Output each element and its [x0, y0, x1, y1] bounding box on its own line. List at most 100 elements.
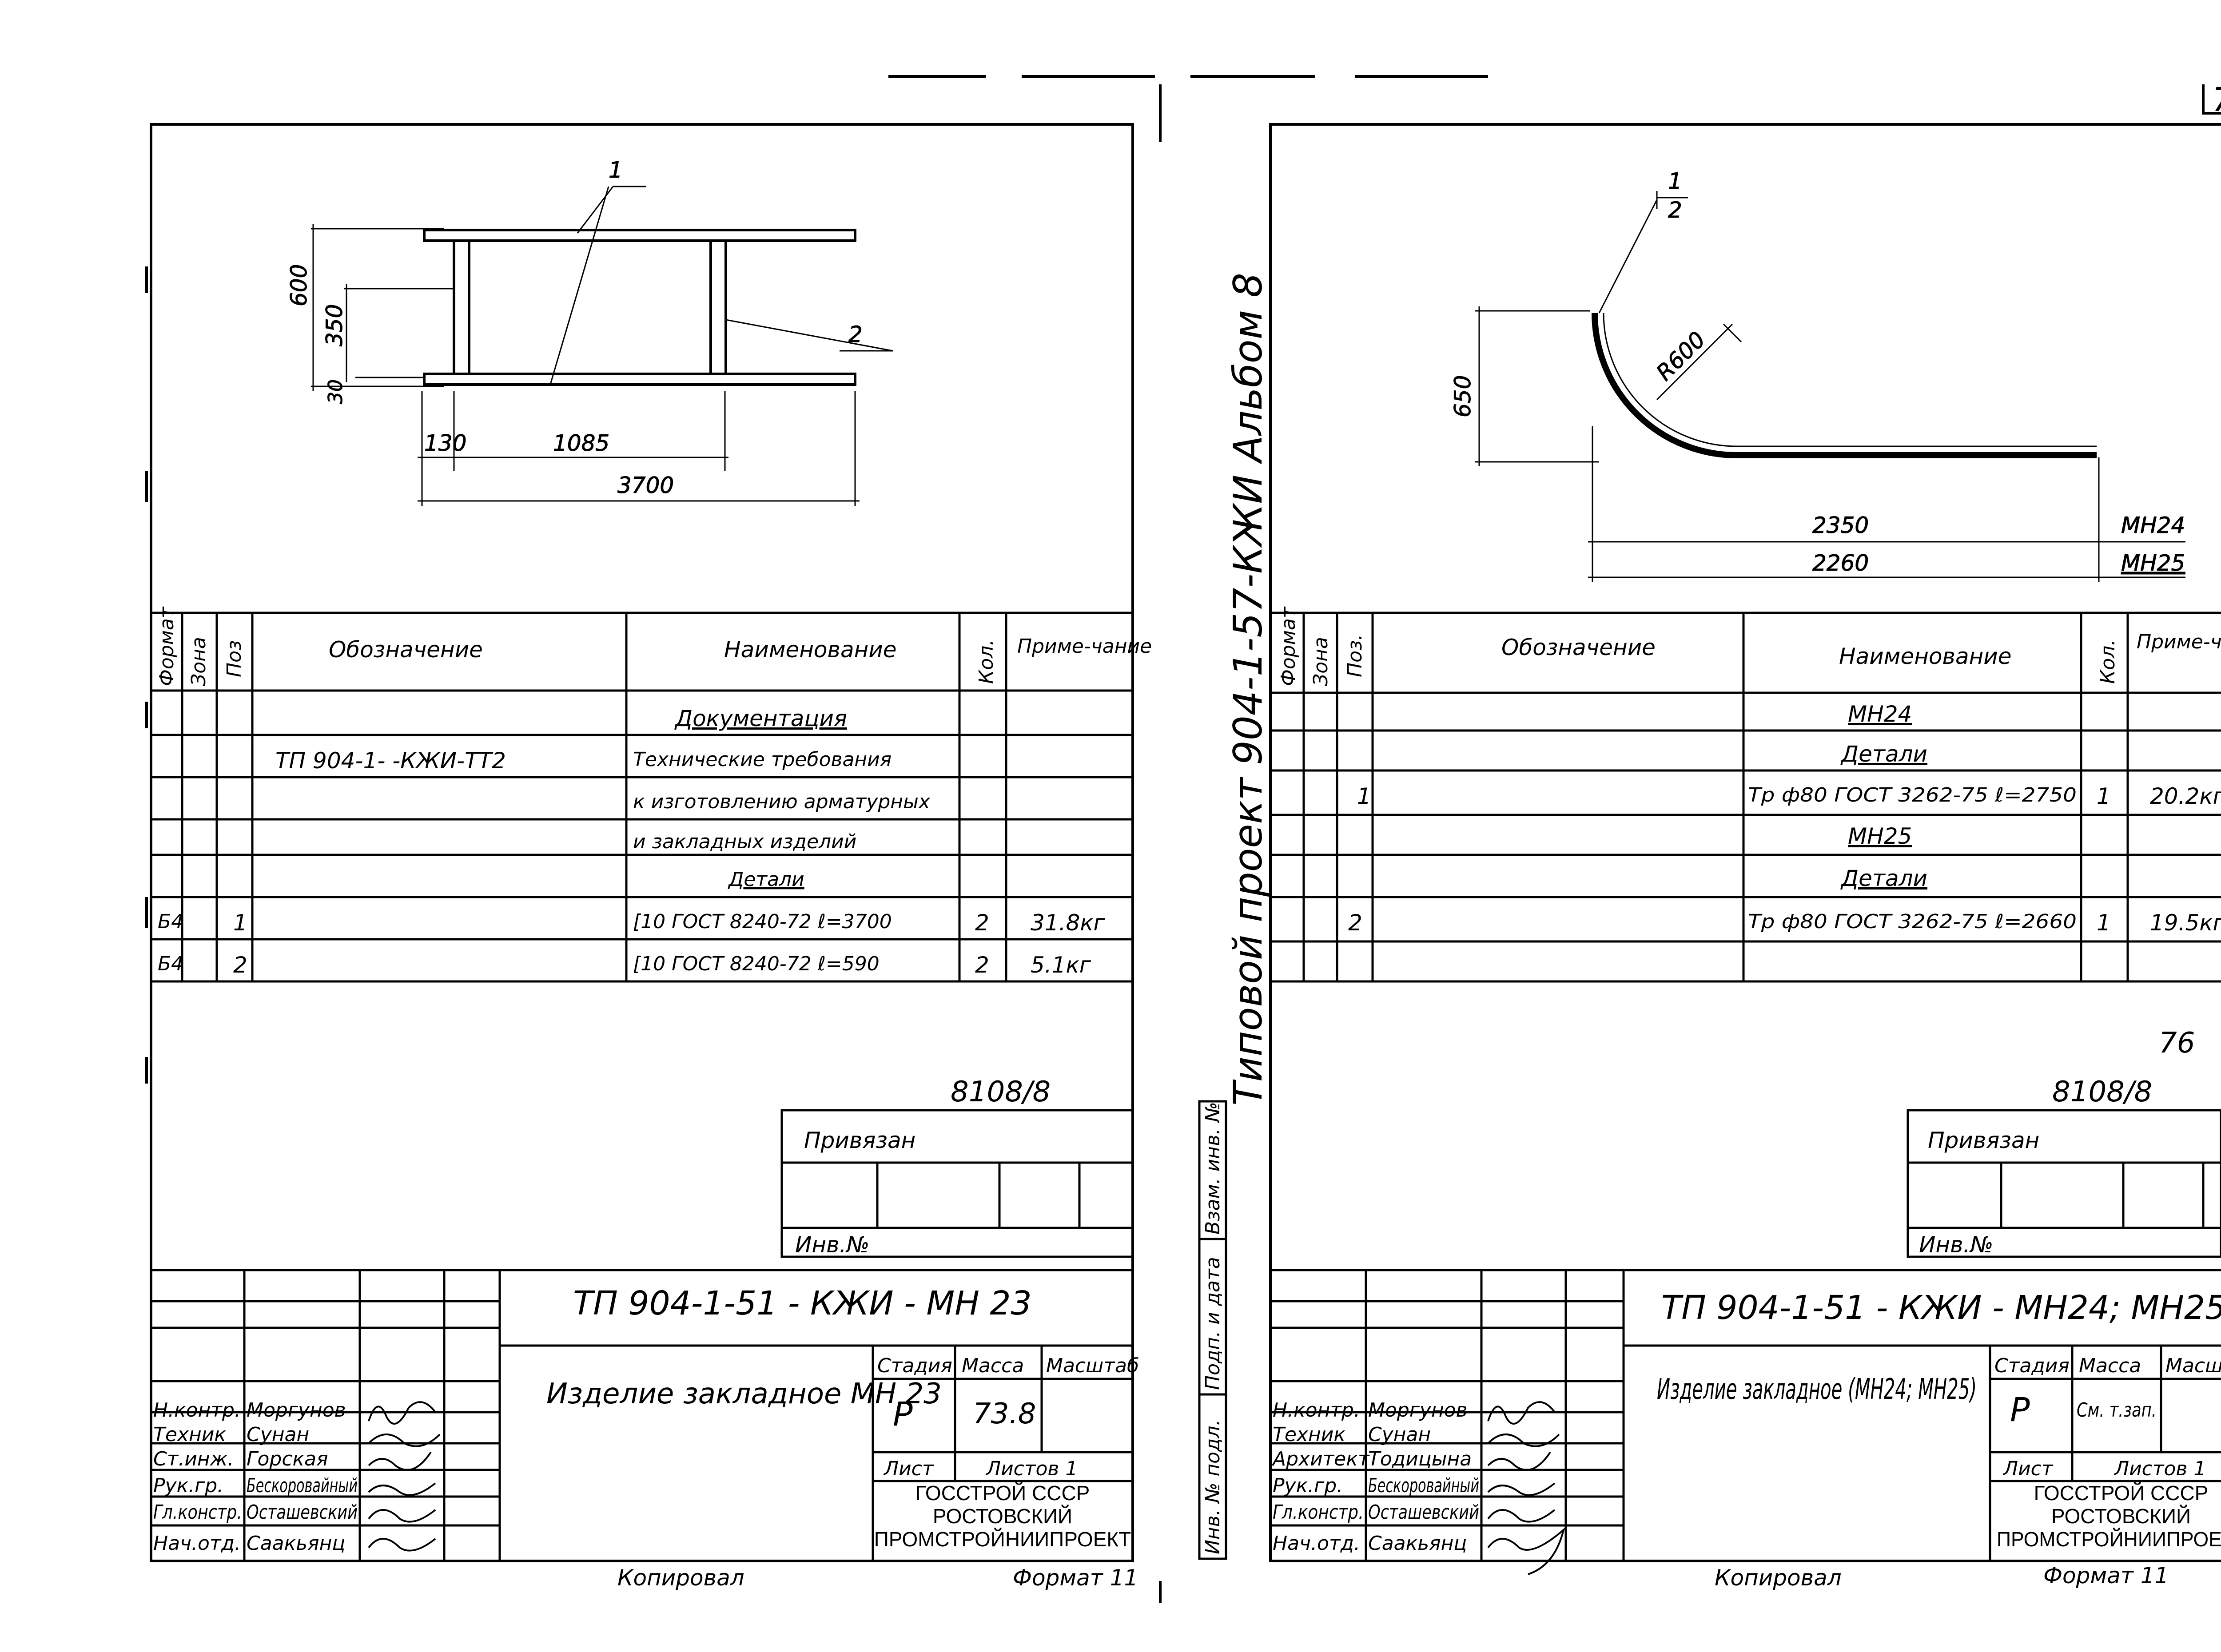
org-line-3: ПРОМСТРОЙНИИПРОЕКТ: [1997, 1528, 2221, 1551]
row-name: МН24: [1848, 701, 1912, 727]
copied-label: Копировал: [1715, 1565, 1842, 1591]
left-frame-drawing: 1 2 600 350 30 130 1085 3700: [286, 157, 893, 506]
mass-label: Масса: [2079, 1354, 2141, 1377]
stamp-inv: Инв. № подл.: [1202, 1419, 1224, 1554]
privyazan-label: Привязан: [1928, 1128, 2039, 1153]
format-label: Формат 11: [1013, 1565, 1138, 1591]
row-name: Детали: [1840, 741, 1927, 767]
stage-label: Стадия: [877, 1354, 952, 1377]
signer-role: Гл.констр.: [153, 1501, 242, 1524]
row-name: [10 ГОСТ 8240-72 ℓ=590: [633, 953, 880, 975]
org-line-2: РОСТОВСКИЙ: [2051, 1505, 2191, 1528]
privyazan-label: Привязан: [804, 1128, 915, 1153]
left-spec-rows: Документация ТП 904-1- -КЖИ-ТТ2 Техничес…: [158, 706, 1106, 978]
hdr-designation: Обозначение: [329, 637, 483, 663]
signer-name: Сунан: [1368, 1423, 1431, 1446]
sheet-code: 8108/8: [2052, 1076, 2152, 1108]
signer-role: Н.контр.: [1273, 1399, 1360, 1422]
signer-role: Ст.инж.: [153, 1448, 234, 1470]
title-code: ТП 904-1-51 - КЖИ - МН24; МН25: [1661, 1289, 2221, 1327]
row-name: Детали: [1840, 866, 1927, 891]
signer-name: Сунан: [247, 1423, 309, 1446]
left-sheet: 1 2 600 350 30 130 1085 3700: [150, 123, 1152, 1591]
title-text: Изделие закладное (МН24; МН25): [1657, 1373, 1977, 1406]
dim-r600: R600: [1651, 326, 1710, 385]
row-note: 19.5кг: [2150, 910, 2221, 936]
row-format: Б4: [158, 910, 183, 933]
right-title-texts: ТП 904-1-51 - КЖИ - МН24; МН25 Изделие з…: [1271, 1289, 2221, 1591]
dim-30: 30: [324, 379, 347, 404]
row-name: к изготовлению арматурных: [633, 790, 931, 813]
left-callout-2: 2: [848, 322, 863, 347]
mass-value: См. т.зап.: [2077, 1399, 2157, 1422]
row-name: Тр ф80 ГОСТ 3262-75 ℓ=2750: [1748, 784, 2077, 806]
row-qty: 1: [2097, 910, 2111, 936]
mass-value: 73.8: [973, 1398, 1036, 1430]
mark-mh25: МН25: [2121, 550, 2185, 576]
stage-value: Р: [893, 1395, 913, 1434]
signer-role: Нач.отд.: [1273, 1532, 1360, 1555]
row-name: [10 ГОСТ 8240-72 ℓ=3700: [633, 910, 892, 933]
hdr-name: Наименование: [724, 637, 897, 663]
row-qty: 2: [975, 952, 989, 978]
sheet-label: Лист: [2002, 1457, 2054, 1480]
hdr-qty: Кол.: [975, 639, 998, 684]
signer-name: Моргунов: [1368, 1399, 1468, 1422]
hdr-pos: Поз: [223, 640, 246, 677]
signatures: [368, 1401, 441, 1552]
mark-mh24: МН24: [2121, 512, 2185, 538]
sheets-label: Листов 1: [985, 1457, 1078, 1480]
row-qty: 1: [2097, 783, 2111, 809]
top-dashes: [145, 75, 1488, 1603]
row-format: Б4: [158, 953, 183, 975]
dim-600: 600: [286, 264, 312, 306]
dim-350: 350: [322, 304, 347, 346]
sheet-label: Лист: [883, 1457, 934, 1480]
signer-name: Бескоровайный: [1368, 1474, 1479, 1497]
scale-label: Масшт.: [2165, 1354, 2221, 1377]
right-sheet: 1 2 650 R600 2350 2260 МН24 МН25: [1269, 123, 2221, 1591]
right-pipe-drawing: 1 2 650 R600 2350 2260 МН24 МН25: [1450, 168, 2185, 582]
row-pos: 1: [1357, 783, 1371, 809]
signer-role: Техник: [1273, 1423, 1345, 1446]
signer-name: Тодицына: [1368, 1448, 1472, 1470]
right-spec-table: [1270, 612, 2221, 983]
row-name: Детали: [728, 868, 804, 891]
copied-label: Копировал: [617, 1565, 744, 1591]
signer-role: Н.контр.: [153, 1399, 241, 1422]
org-line-1: ГОССТРОЙ СССР: [2034, 1481, 2209, 1505]
signer-name: Саакьянц: [247, 1532, 345, 1555]
stage-value: Р: [2010, 1391, 2030, 1429]
signer-role: Рук.гр.: [1273, 1474, 1343, 1497]
signer-role: Нач.отд.: [153, 1532, 241, 1555]
signatures: [1487, 1401, 1565, 1575]
row-name: Тр ф80 ГОСТ 3262-75 ℓ=2660: [1748, 910, 2077, 933]
left-spec-table: [151, 612, 1133, 983]
left-spec-header: Формат Зона Поз Обозначение Наименование…: [155, 606, 1152, 686]
album-spine: Типовой проект 904-1-57-КЖИ Альбом 8 Инв…: [1198, 273, 1271, 1560]
row-note: 20.2кг: [2150, 783, 2221, 809]
right-callout-2: 2: [1668, 197, 1682, 223]
hdr-qty: Кол.: [2097, 639, 2119, 684]
row-pos: 2: [1348, 910, 1362, 936]
hdr-format: Формат: [155, 606, 178, 686]
title-code: ТП 904-1-51 - КЖИ - МН 23: [573, 1284, 1032, 1322]
signer-name: Саакьянц: [1368, 1532, 1467, 1555]
row-pos: 2: [233, 952, 247, 978]
dim-2350: 2350: [1812, 512, 1869, 538]
inv-no-label: Инв.№: [795, 1232, 869, 1258]
hdr-zone: Зона: [187, 637, 210, 686]
row-name: МН25: [1848, 823, 1912, 849]
hdr-note: Приме-чание: [1017, 635, 1152, 658]
row-name: Документация: [674, 706, 847, 731]
left-callout-1: 1: [609, 157, 623, 183]
hdr-zone: Зона: [1310, 637, 1332, 686]
album-title: Типовой проект 904-1-57-КЖИ Альбом 8: [1225, 273, 1271, 1106]
inv-no-label: Инв.№: [1919, 1232, 1993, 1258]
stage-label: Стадия: [1994, 1354, 2070, 1377]
dim-2260: 2260: [1812, 550, 1869, 576]
sheet-code: 8108/8: [951, 1076, 1051, 1108]
signer-role: Гл.констр.: [1273, 1501, 1364, 1524]
signer-name: Моргунов: [247, 1399, 346, 1422]
